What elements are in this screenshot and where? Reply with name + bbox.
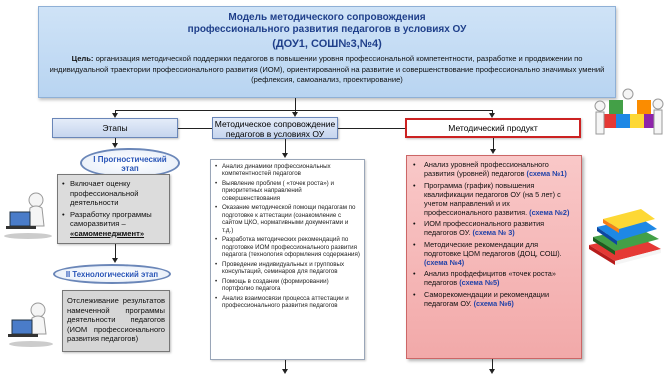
stage1-item-text: Разработку программы саморазвития – xyxy=(70,209,152,229)
product-item-text: Анализ уровней профессионального развити… xyxy=(424,160,549,178)
scheme-link: (схема №6) xyxy=(473,298,514,308)
connector-support-bottom xyxy=(285,360,286,370)
product-item-text: Программа (график) повышения квалификаци… xyxy=(424,180,561,217)
column-header-support-line1: Методическое сопровождение xyxy=(214,119,336,129)
link-stages-support xyxy=(178,128,212,129)
books-illustration xyxy=(585,205,665,275)
connector-product-bottom xyxy=(492,359,493,370)
column-header-support: Методическое сопровождение педагогов в у… xyxy=(212,117,338,139)
product-item-text: ИОМ профессионального развития педагогов… xyxy=(424,219,545,237)
model-title-line1: Модель методического сопровождения xyxy=(228,12,426,23)
scheme-link: (схема №4) xyxy=(424,257,465,267)
support-item: Анализ взаимосвязи процесса аттестации и… xyxy=(213,295,361,310)
stage1-title-line2: этап xyxy=(121,164,139,173)
product-item-text: Саморекомендации и рекомендации педагога… xyxy=(424,289,550,308)
connector-product-box xyxy=(493,138,494,150)
arrow-down-icon xyxy=(282,369,288,374)
stage2-box: Отслеживание результатов намеченной прог… xyxy=(62,290,170,352)
product-item: ИОМ профессионального развития педагогов… xyxy=(410,219,577,237)
person-laptop-illustration xyxy=(2,190,54,240)
support-box: Анализ динамики профессиональных компете… xyxy=(210,159,365,360)
support-item: Помощь в создании (формировании) портфол… xyxy=(213,278,361,293)
column-header-product: Методический продукт xyxy=(405,118,581,138)
arrow-down-icon xyxy=(112,258,118,263)
product-box: Анализ уровней профессионального развити… xyxy=(406,155,582,359)
stage1-item: Включает оценку профессиональной деятель… xyxy=(62,179,166,208)
support-item: Выявление проблем ( «точек роста») и при… xyxy=(213,180,361,202)
scheme-link: (схема № 3) xyxy=(472,228,515,237)
person-laptop-illustration xyxy=(6,300,56,348)
column-header-support-line2: педагогов в условиях ОУ xyxy=(225,129,325,139)
product-item: Методические рекомендации для подготовке… xyxy=(410,240,577,267)
arrow-down-icon xyxy=(112,113,118,118)
goal-label: Цель: xyxy=(71,54,94,63)
model-title-line3: (ДОУ1, СОШ№3,№4) xyxy=(272,38,382,50)
connector-to-stages xyxy=(115,110,116,114)
connector-header-down xyxy=(295,98,296,110)
product-item: Анализ профдефицитов «точек роста» педаг… xyxy=(410,269,577,287)
puzzle-team-illustration xyxy=(592,84,666,146)
model-title-line2: профессионального развития педагогов в у… xyxy=(187,24,467,35)
scheme-link: (схема №5) xyxy=(459,278,500,287)
arrow-down-icon xyxy=(489,369,495,374)
connector-to-support xyxy=(295,110,296,113)
arrow-down-icon xyxy=(292,112,298,117)
stage1-item: Разработку программы саморазвития – «сам… xyxy=(62,210,166,239)
connector-stage1 xyxy=(115,138,116,144)
goal-text: организация методической поддержки педаг… xyxy=(49,54,605,84)
goal-text-block: Цель: организация методической поддержки… xyxy=(39,51,615,86)
arrow-down-icon xyxy=(282,153,288,158)
column-header-stages: Этапы xyxy=(52,118,178,138)
model-header: Модель методического сопровождения профе… xyxy=(38,6,616,98)
stage1-box: Включает оценку профессиональной деятель… xyxy=(57,174,170,244)
stage1-title-line1: I Прогностический xyxy=(93,155,167,164)
support-item: Проведение индивидуальных и групповых ко… xyxy=(213,261,361,276)
stage1-highlight: «самоменеджмент» xyxy=(70,228,145,238)
stage2-oval: II Технологический этап xyxy=(53,264,171,284)
connector-stage2 xyxy=(115,244,116,259)
connector-support-box xyxy=(285,139,286,154)
scheme-link: (схема №2) xyxy=(529,207,570,217)
arrow-down-icon xyxy=(112,143,118,148)
product-item-text: Методические рекомендации для подготовке… xyxy=(424,239,562,258)
arrow-down-icon xyxy=(490,149,496,154)
support-item: Анализ динамики профессиональных компете… xyxy=(213,163,361,178)
connector-to-product xyxy=(492,110,493,114)
support-item: Оказание методической помощи педагогам п… xyxy=(213,204,361,234)
support-item: Разработка методических рекомендаций по … xyxy=(213,236,361,258)
product-item-text: Анализ профдефицитов «точек роста» педаг… xyxy=(424,269,556,287)
arrow-down-icon xyxy=(489,113,495,118)
product-item: Анализ уровней профессионального развити… xyxy=(410,160,577,178)
link-support-product xyxy=(338,128,405,129)
product-item: Программа (график) повышения квалификаци… xyxy=(410,181,577,217)
scheme-link: (схема №1) xyxy=(526,169,567,178)
product-item: Саморекомендации и рекомендации педагога… xyxy=(410,290,577,308)
connector-horizontal xyxy=(115,110,492,111)
